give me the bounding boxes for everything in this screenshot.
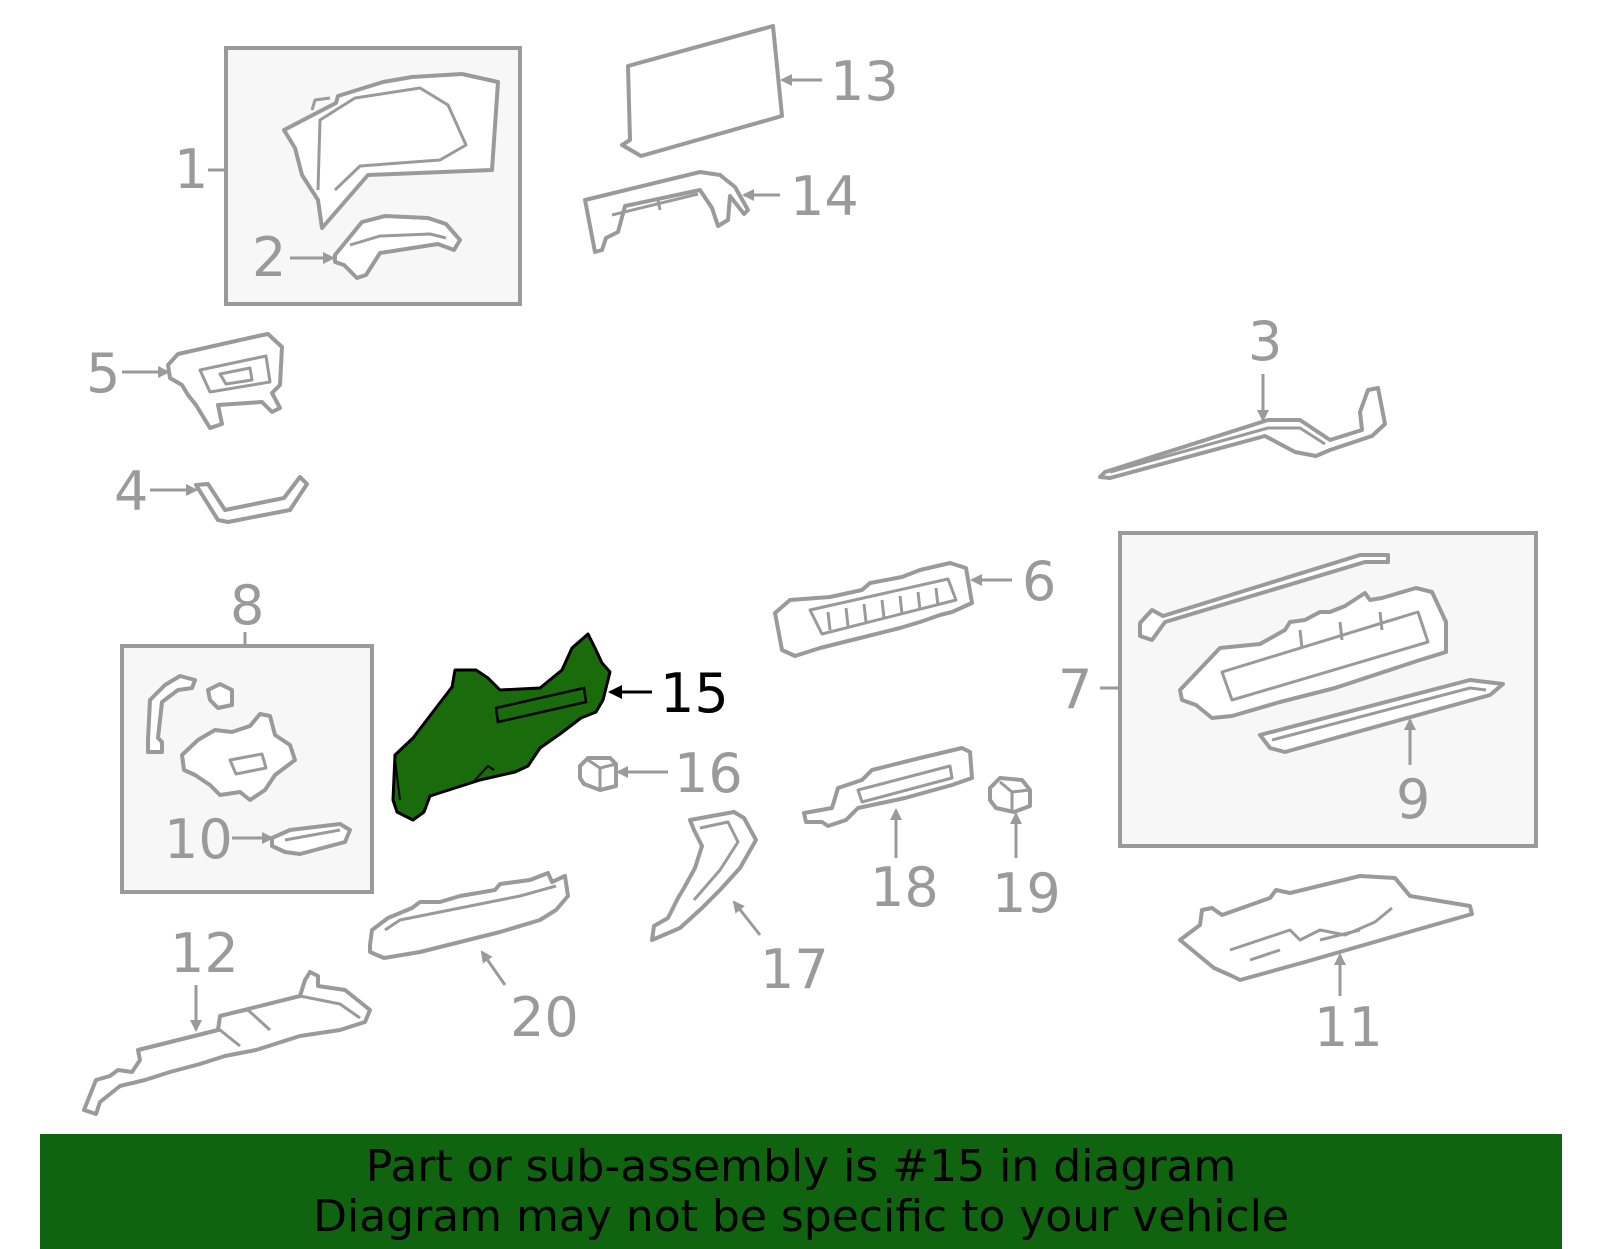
part-14-display-bezel[interactable] — [583, 170, 750, 254]
part-16-clip[interactable] — [578, 756, 618, 792]
callout-18: 18 — [870, 856, 939, 919]
callout-5: 5 — [86, 342, 120, 405]
callout-20: 20 — [510, 986, 579, 1049]
leader-20 — [480, 950, 507, 986]
part-4-trim-bracket[interactable] — [194, 475, 309, 524]
footer-line-2: Diagram may not be specific to your vehi… — [313, 1190, 1289, 1242]
callout-9: 9 — [1396, 768, 1430, 831]
callout-17: 17 — [760, 938, 829, 1001]
callout-19: 19 — [992, 862, 1061, 925]
part-3-dash-trim-strip[interactable] — [1098, 386, 1387, 480]
callout-15: 15 — [660, 662, 729, 725]
part-9-trim-strip[interactable] — [1258, 678, 1505, 754]
footer-banner: Part or sub-assembly is #15 in diagram D… — [40, 1134, 1562, 1249]
part-7-glove-assembly[interactable] — [1138, 553, 1448, 720]
callout-2: 2 — [252, 226, 286, 289]
leader-17 — [732, 900, 762, 936]
callout-14: 14 — [790, 165, 859, 228]
callout-6: 6 — [1022, 550, 1056, 613]
callout-3: 3 — [1248, 310, 1282, 373]
part-17-side-trim[interactable] — [650, 810, 758, 942]
part-15-shape[interactable] — [391, 632, 612, 822]
part-15-highlighted-panel[interactable] — [391, 632, 612, 822]
callout-16: 16 — [674, 742, 743, 805]
part-6-center-vent[interactable] — [773, 561, 974, 658]
part-19-clip[interactable] — [988, 776, 1032, 814]
part-20-lower-panel[interactable] — [368, 871, 570, 960]
callout-10: 10 — [164, 808, 233, 871]
part-1-instrument-cluster[interactable] — [282, 72, 500, 230]
callout-8: 8 — [230, 574, 264, 637]
part-5-switch-panel[interactable] — [166, 332, 284, 430]
part-2-cluster-lens[interactable] — [333, 214, 462, 280]
callout-13: 13 — [830, 50, 899, 113]
part-12-lower-bracket[interactable] — [82, 970, 372, 1116]
callout-1: 1 — [174, 138, 208, 201]
callout-4: 4 — [114, 460, 148, 523]
part-13-display-panel[interactable] — [620, 24, 784, 158]
part-10-trim-bezel[interactable] — [270, 822, 352, 856]
callout-7: 7 — [1058, 658, 1092, 721]
part-8-switch-assembly[interactable] — [146, 674, 297, 802]
part-11-glove-box[interactable] — [1178, 874, 1474, 982]
footer-line-1: Part or sub-assembly is #15 in diagram — [365, 1140, 1237, 1192]
callout-11: 11 — [1314, 996, 1383, 1059]
callout-12: 12 — [170, 922, 239, 985]
part-18-control-bezel[interactable] — [802, 746, 974, 828]
